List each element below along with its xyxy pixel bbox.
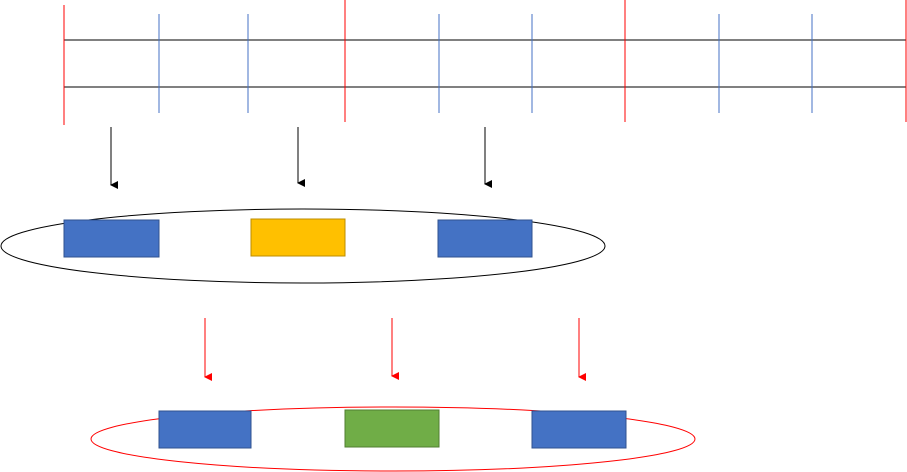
red-arrows xyxy=(204,318,586,381)
timeline-grid xyxy=(63,0,907,125)
box-yellow xyxy=(250,218,346,257)
bottom-ellipse-group xyxy=(90,406,696,472)
box-blue xyxy=(63,219,160,258)
box-blue xyxy=(437,219,533,258)
ellipse-black xyxy=(0,208,606,284)
black-arrows xyxy=(110,127,492,189)
top-ellipse-group xyxy=(0,208,606,284)
box-green xyxy=(344,409,440,448)
ellipse-red xyxy=(90,406,696,472)
box-blue xyxy=(158,410,252,449)
box-blue xyxy=(531,410,627,449)
